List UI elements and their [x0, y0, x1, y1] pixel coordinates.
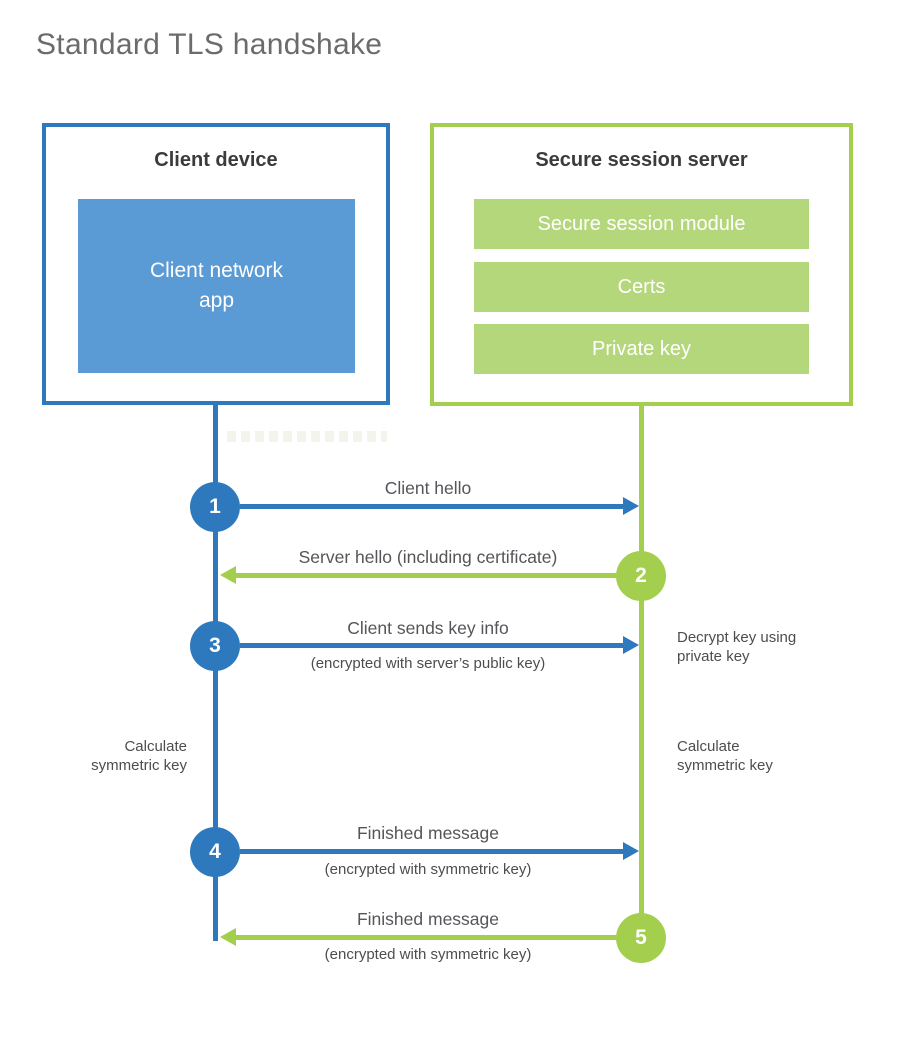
faint-dashed-artifact — [227, 431, 387, 442]
server-lifeline — [639, 403, 644, 940]
step2-badge: 2 — [616, 551, 666, 601]
arrow-right-icon — [623, 497, 639, 515]
step3-label: Client sends key info — [347, 618, 509, 638]
arrow-right-icon — [623, 636, 639, 654]
server-module-private-key: Private key — [474, 324, 809, 374]
step1-badge: 1 — [190, 482, 240, 532]
step4-arrow-shaft — [240, 849, 623, 854]
step5-badge: 5 — [616, 913, 666, 963]
note-calc-symmetric-key-server: Calculate symmetric key — [677, 738, 773, 774]
secure-session-server-title: Secure session server — [535, 149, 748, 171]
client-network-app-box: Client network app — [78, 199, 355, 373]
step1-arrow-shaft — [240, 504, 623, 509]
step3-badge: 3 — [190, 621, 240, 671]
step2-label: Server hello (including certificate) — [298, 547, 558, 567]
client-network-app-label: Client network app — [149, 258, 284, 312]
server-module-certs: Certs — [474, 262, 809, 312]
arrow-left-icon — [220, 928, 236, 946]
step4-badge: 4 — [190, 827, 240, 877]
step5-arrow-shaft — [236, 935, 616, 940]
step4-label: Finished message — [356, 823, 500, 843]
step2-arrow-shaft — [236, 573, 616, 578]
client-lifeline — [213, 402, 218, 941]
step3-arrow-shaft — [240, 643, 623, 648]
step4-sublabel: (encrypted with symmetric key) — [324, 861, 532, 878]
client-device-title: Client device — [154, 149, 278, 171]
step1-label: Client hello — [384, 478, 472, 498]
server-module-secure-session: Secure session module — [474, 199, 809, 249]
step5-sublabel: (encrypted with symmetric key) — [324, 946, 532, 963]
step5-label: Finished message — [356, 909, 500, 929]
arrow-right-icon — [623, 842, 639, 860]
arrow-left-icon — [220, 566, 236, 584]
note-calc-symmetric-key-client: Calculate symmetric key — [91, 738, 187, 774]
page-title: Standard TLS handshake — [36, 28, 383, 61]
step3-sublabel: (encrypted with server’s public key) — [310, 655, 546, 672]
note-decrypt-key: Decrypt key using private key — [677, 629, 797, 665]
